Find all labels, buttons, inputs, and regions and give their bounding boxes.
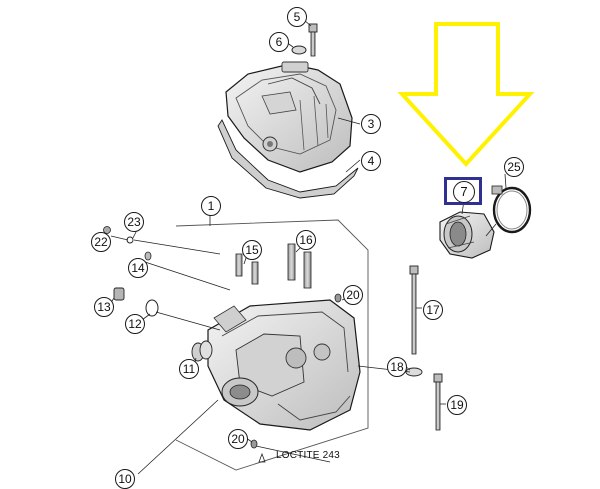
callout-12: 12 bbox=[125, 314, 145, 334]
callout-14: 14 bbox=[128, 258, 148, 278]
cover-washer bbox=[291, 45, 307, 55]
callout-20-upper: 20 bbox=[343, 285, 363, 305]
callout-3: 3 bbox=[361, 114, 381, 134]
hose-clamp bbox=[491, 185, 532, 234]
callout-1: 1 bbox=[201, 196, 221, 216]
callout-16: 16 bbox=[296, 230, 316, 250]
cylinder-head-outline bbox=[175, 219, 369, 471]
callout-20-lower: 20 bbox=[228, 429, 248, 449]
callout-18: 18 bbox=[387, 357, 407, 377]
callout-6: 6 bbox=[269, 32, 289, 52]
callout-15: 15 bbox=[242, 240, 262, 260]
valve-cover bbox=[225, 61, 353, 173]
intake-flange bbox=[439, 211, 495, 259]
callout-10: 10 bbox=[115, 469, 135, 489]
callout-17: 17 bbox=[423, 300, 443, 320]
callout-4: 4 bbox=[361, 151, 381, 171]
loctite-note: LOCTITE 243 bbox=[276, 450, 340, 461]
valve-cover-gasket bbox=[217, 119, 359, 199]
yellow-arrow-icon bbox=[397, 22, 535, 167]
callout-7: 7 bbox=[453, 181, 475, 203]
small-fasteners bbox=[103, 226, 342, 463]
callout-23: 23 bbox=[124, 212, 144, 232]
valve-guides bbox=[235, 243, 312, 289]
long-studs bbox=[405, 265, 443, 431]
callout-5: 5 bbox=[287, 7, 307, 27]
callout-13: 13 bbox=[94, 297, 114, 317]
callout-19: 19 bbox=[447, 395, 467, 415]
cover-bolt bbox=[308, 23, 318, 57]
callout-22: 22 bbox=[91, 232, 111, 252]
callout-25: 25 bbox=[504, 157, 524, 177]
highlight-box bbox=[444, 177, 482, 205]
cylinder-head bbox=[207, 299, 361, 431]
callout-11: 11 bbox=[179, 359, 199, 379]
